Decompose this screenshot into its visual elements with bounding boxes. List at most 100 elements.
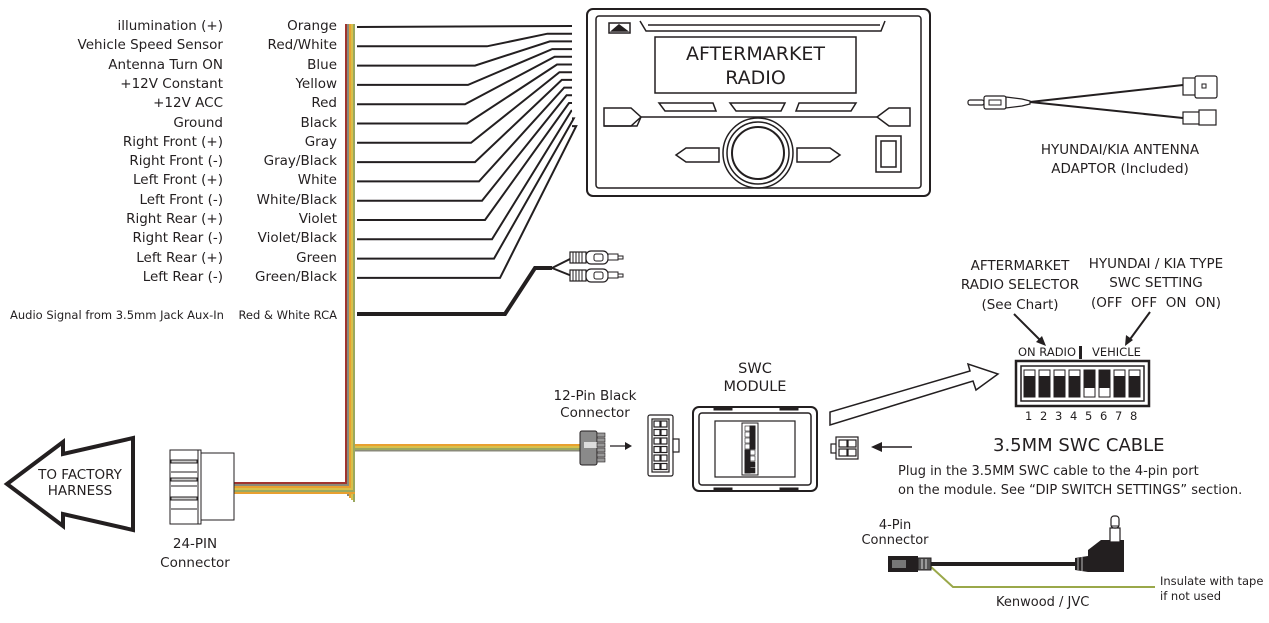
dip-knob — [1129, 376, 1140, 397]
c4-line2: Connector — [861, 533, 929, 548]
dip-number: 6 — [1100, 409, 1108, 423]
wire-color-label: White — [297, 172, 337, 189]
selector-line2: RADIO SELECTOR — [960, 277, 1080, 294]
harness-line2: HARNESS — [47, 483, 113, 499]
dip-number: 3 — [1055, 409, 1063, 423]
swc-3.5mm-cable — [888, 515, 1155, 588]
connector-12pin-label: 12-Pin Black Connector — [535, 388, 655, 422]
wire-color-label: Yellow — [295, 75, 337, 92]
wire — [357, 63, 572, 125]
rca-cable — [357, 250, 624, 316]
connector-12pin-socket — [647, 414, 680, 477]
wire-function-label: illumination (+) — [117, 18, 223, 34]
dip-switch — [1113, 369, 1126, 398]
pin — [653, 462, 661, 471]
insulate-line2: if not used — [1160, 589, 1222, 603]
dip-number: 1 — [1025, 409, 1033, 423]
rca-plug-top — [569, 250, 624, 265]
dip-number: 2 — [1040, 409, 1048, 423]
wire — [357, 48, 572, 86]
dip-switch-block — [1013, 311, 1151, 408]
antenna-adaptor-label: HYUNDAI/KIA ANTENNA ADAPTOR (Included) — [1020, 141, 1220, 180]
type-line2: SWC SETTING — [1109, 275, 1203, 292]
arrow-left — [871, 442, 912, 452]
dip-knob — [1114, 376, 1125, 397]
aftermarket-radio — [586, 8, 931, 197]
aux-function-label: Audio Signal from 3.5mm Jack Aux-In — [10, 308, 224, 322]
dip-switch — [1098, 369, 1111, 398]
wire — [357, 109, 573, 241]
antenna-label-line2: ADAPTOR (Included) — [1051, 161, 1189, 178]
swc-desc-line1: Plug in the 3.5MM SWC cable to the 4-pin… — [898, 464, 1199, 479]
swc-desc-line2: on the module. See “DIP SWITCH SETTINGS”… — [898, 483, 1243, 498]
wire-function-label: Right Rear (+) — [126, 211, 223, 227]
pin — [660, 437, 668, 445]
swc-type-label: HYUNDAI / KIA TYPE SWC SETTING (OFF OFF … — [1076, 255, 1236, 313]
harness-line1: TO FACTORY — [38, 467, 122, 483]
wire — [357, 71, 572, 144]
connector-12pin-plug — [579, 430, 632, 466]
connector-4pin-plug — [888, 556, 932, 572]
antenna-adaptor — [967, 75, 1218, 126]
factory-harness-arrow — [3, 435, 135, 533]
radio-line1: AFTERMARKET — [685, 43, 826, 65]
wire-function-label: Ground — [173, 114, 223, 131]
dip-knob — [1039, 376, 1050, 397]
pin — [653, 428, 661, 437]
type-line1: HYUNDAI / KIA TYPE — [1088, 256, 1224, 272]
wire — [357, 86, 572, 183]
wire — [357, 40, 572, 67]
wire — [357, 94, 572, 202]
pin — [660, 420, 668, 428]
wire-function-label: Right Rear (-) — [132, 230, 223, 247]
factory-harness-label: TO FACTORY HARNESS — [30, 467, 130, 499]
dip-switch — [1038, 369, 1051, 398]
c12-line1: 12-Pin Black — [553, 388, 637, 404]
dip-knob — [1069, 376, 1080, 397]
wire-function-label: Left Rear (+) — [136, 249, 223, 266]
wire — [357, 32, 572, 48]
c12-line2: Connector — [560, 405, 630, 421]
wire — [357, 117, 576, 260]
wire-color-label: Violet — [298, 211, 337, 227]
dip-switch — [1083, 369, 1096, 398]
radio-selector-label: AFTERMARKET RADIO SELECTOR (See Chart) — [940, 257, 1100, 315]
wire-function-label: Antenna Turn ON — [108, 56, 223, 73]
wire-function-label: +12V ACC — [153, 95, 223, 112]
swc-cable-title: 3.5MM SWC CABLE — [993, 435, 1165, 456]
wire-color-label: Gray — [304, 133, 337, 150]
dip-number: 5 — [1085, 409, 1093, 423]
wire-color-label: Green — [296, 249, 337, 266]
wire-color-label: Black — [300, 114, 337, 131]
wire-function-label: Right Front (-) — [129, 153, 223, 170]
dip-knob — [1024, 376, 1035, 397]
swc-module-line1: SWC — [738, 361, 772, 377]
dip-switches — [1023, 369, 1141, 398]
c24-line2: Connector — [160, 555, 230, 572]
insulate-note: Insulate with tape if not used — [1160, 574, 1263, 604]
wire-color-label: White/Black — [256, 191, 337, 208]
connector-24pin — [169, 449, 235, 525]
connector-4pin-port — [830, 436, 859, 460]
dip-number: 8 — [1130, 409, 1138, 423]
insulate-line1: Insulate with tape — [1160, 574, 1264, 588]
wire-function-label: Left Rear (-) — [142, 268, 223, 285]
wire — [356, 25, 573, 28]
dip-switch — [1023, 369, 1036, 398]
selector-line1: AFTERMARKET — [970, 258, 1070, 274]
wire-function-label: +12V Constant — [120, 75, 223, 92]
wire — [357, 55, 572, 106]
wire-function-label: Left Front (-) — [139, 191, 223, 208]
kenwood-jvc-label: Kenwood / JVC — [996, 595, 1090, 610]
pin — [653, 445, 661, 454]
swc-cable-description: Plug in the 3.5MM SWC cable to the 4-pin… — [898, 462, 1242, 500]
dip-switch — [1128, 369, 1141, 398]
wire-color-label: Orange — [287, 18, 337, 34]
wire-function-label: Right Front (+) — [122, 133, 223, 150]
wire-function-label: Vehicle Speed Sensor — [77, 37, 223, 54]
wire-color-label: Red/White — [267, 37, 337, 54]
dip-number: 7 — [1115, 409, 1123, 423]
wire-color-label: Green/Black — [255, 268, 337, 285]
dip-switch — [1053, 369, 1066, 398]
